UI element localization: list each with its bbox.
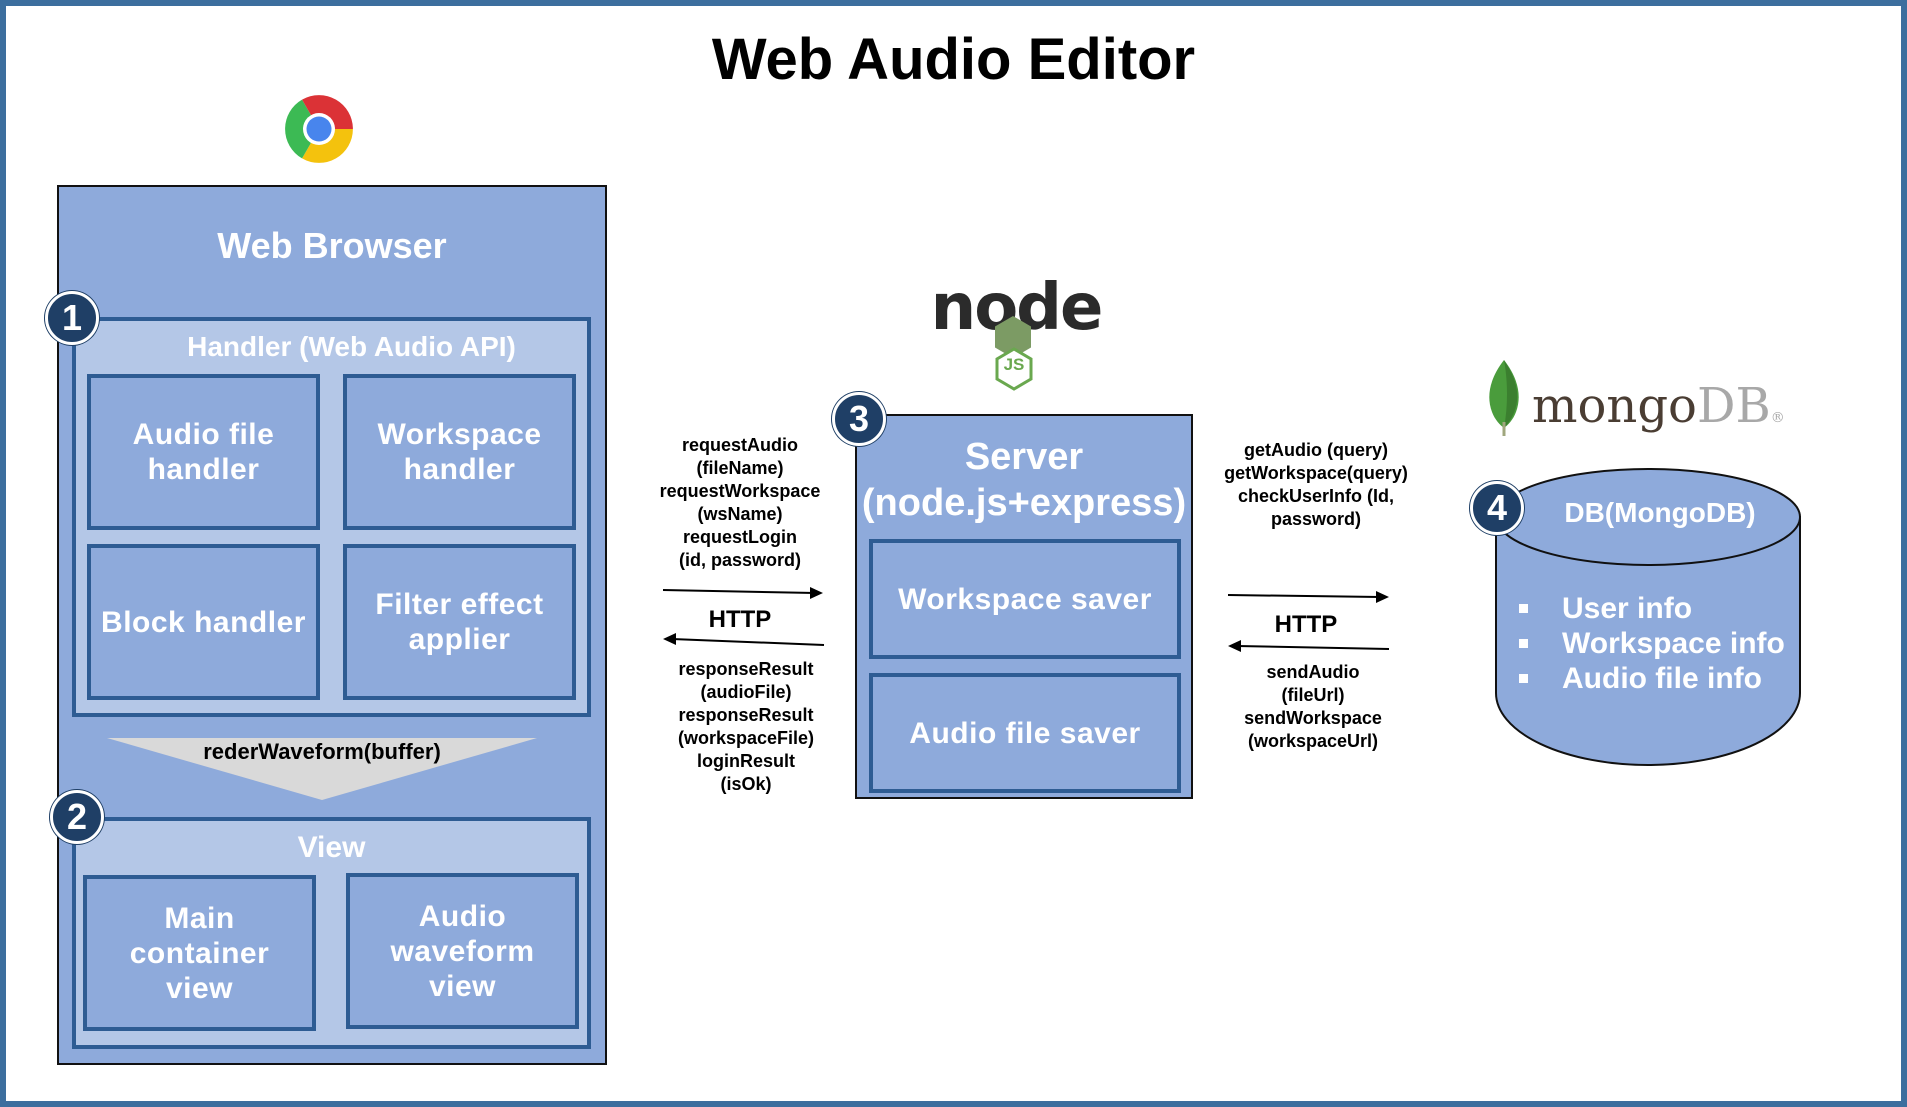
- view-title: View: [297, 831, 366, 864]
- response-arrow-left: [663, 633, 825, 646]
- db-item: Workspace info: [1515, 626, 1795, 661]
- block-handler-box: Block handler: [87, 544, 320, 700]
- badge-4: 4: [1470, 481, 1524, 535]
- node-js-text: JS: [1003, 355, 1025, 374]
- mongodb-wordmark: mongoDB®: [1532, 378, 1785, 434]
- http-label-left: HTTP: [708, 606, 772, 633]
- database-cylinder: [1495, 468, 1801, 766]
- db-items-list: User info Workspace info Audio file info: [1515, 591, 1795, 696]
- request-arrow-left: [662, 587, 823, 599]
- mongodb-leaf-icon: [1489, 360, 1519, 436]
- nodejs-logo-icon: node JS: [926, 271, 1106, 395]
- render-waveform-label: rederWaveform(buffer): [203, 739, 441, 764]
- render-arrow: [107, 738, 537, 800]
- node-hexagon-icon: [995, 316, 1031, 358]
- web-browser-title: Web Browser: [217, 225, 447, 266]
- mongodb-logo-icon: mongoDB®: [1484, 358, 1794, 442]
- server-response-text: responseResult (audioFile) responseResul…: [677, 659, 815, 794]
- server-panel: Server (node.js+express) Workspace saver…: [855, 414, 1193, 799]
- request-arrow-right: [1227, 591, 1389, 603]
- chrome-logo-icon: [285, 95, 353, 163]
- web-browser-panel: Web Browser Handler (Web Audio API) Audi…: [57, 185, 607, 1065]
- response-arrow-right: [1228, 640, 1390, 652]
- node-js-hexagon-icon: [995, 347, 1033, 391]
- badge-2: 2: [50, 790, 104, 844]
- audio-file-saver-box: Audio file saver: [869, 673, 1181, 793]
- http-label-right: HTTP: [1274, 611, 1338, 638]
- diagram-title: Web Audio Editor: [711, 27, 1196, 92]
- db-title: DB(MongoDB): [1564, 497, 1756, 528]
- db-item: User info: [1515, 591, 1795, 626]
- handler-title: Handler (Web Audio API): [187, 331, 516, 362]
- db-response-text: sendAudio (fileUrl) sendWorkspace (works…: [1244, 662, 1382, 751]
- db-item: Audio file info: [1515, 661, 1795, 696]
- badge-3: 3: [832, 392, 886, 446]
- workspace-saver-box: Workspace saver: [869, 539, 1181, 659]
- server-title: Server (node.js+express): [861, 436, 1187, 524]
- client-request-text: requestAudio (fileName) requestWorkspace…: [659, 435, 821, 570]
- badge-1: 1: [45, 291, 99, 345]
- db-request-text: getAudio (query) getWorkspace(query) che…: [1224, 440, 1408, 529]
